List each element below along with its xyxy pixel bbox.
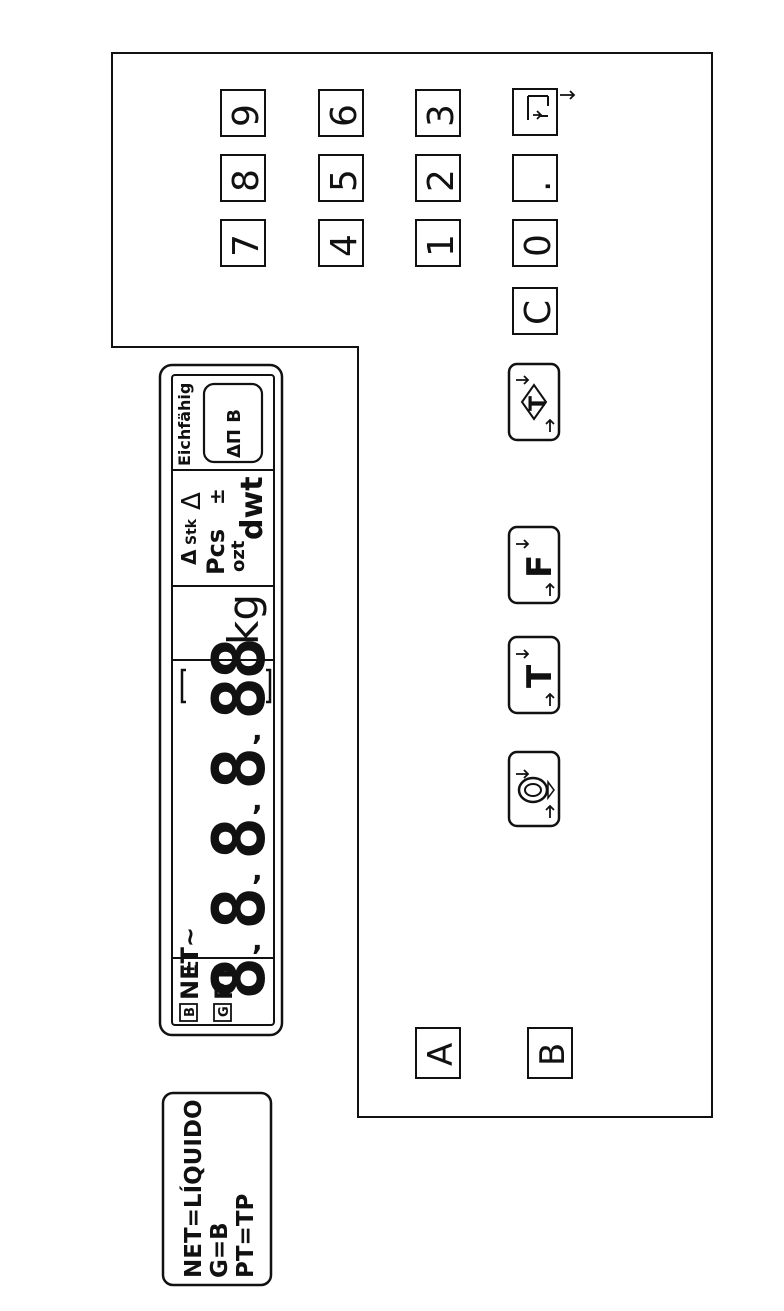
key-3[interactable]: 3 — [415, 89, 462, 137]
svg-text:1: 1 — [421, 234, 462, 257]
eich-panel: Eichfähig ΔΠ B — [175, 383, 264, 466]
status-net: NET~ — [176, 927, 204, 1000]
status-b-box: B — [183, 1007, 198, 1017]
status-star: * — [213, 965, 237, 976]
total-diamond-icon — [520, 383, 548, 421]
svg-text:F: F — [520, 555, 560, 578]
decimal-separator: , — [252, 714, 263, 747]
svg-text:A: A — [421, 1043, 461, 1066]
arrow-icon — [516, 769, 555, 818]
svg-text:B: B — [533, 1043, 573, 1066]
total-button[interactable]: T — [507, 362, 561, 442]
digit-panel: 8,8,8,8,8,8 — [172, 585, 281, 1000]
key-7[interactable]: 7 — [220, 219, 267, 267]
legend-box: NET=LÍQUIDO G=B PT=TP — [161, 1091, 273, 1287]
key-6[interactable]: 6 — [318, 89, 365, 137]
key-1[interactable]: 1 — [415, 219, 462, 267]
a-button[interactable]: A — [415, 1027, 461, 1079]
unit-delta: Δ — [177, 492, 207, 510]
unit-kg: kg — [219, 594, 268, 645]
arrow-icon — [516, 375, 555, 432]
print-button[interactable] — [512, 88, 576, 136]
arrow-icon — [516, 539, 555, 596]
key-2[interactable]: 2 — [415, 154, 462, 202]
legend-line-net: NET=LÍQUIDO — [179, 1099, 207, 1278]
arrow-icon — [516, 649, 555, 706]
function-button[interactable]: F — [507, 525, 561, 605]
legend-line-pt: PT=TP — [233, 1194, 259, 1278]
display-digit: 8 — [197, 817, 281, 860]
display-digit: 8 — [197, 747, 281, 790]
unit-stk: Stk — [184, 518, 200, 545]
key-0[interactable]: 0 — [512, 219, 559, 267]
key-8[interactable]: 8 — [220, 154, 267, 202]
display-digit: 8 — [197, 637, 281, 680]
svg-text:.: . — [518, 181, 559, 192]
status-pt: PT — [210, 965, 238, 1000]
eich-badge: ΔΠ B — [224, 409, 245, 458]
unit-dwt: dwt — [235, 476, 270, 540]
status-panel: B NET~ G PT ± * — [172, 927, 274, 1022]
decimal-separator: , — [252, 924, 263, 957]
units-panel: kg Δ Stk Pcs ozt Δ ± dwt — [172, 469, 274, 645]
decimal-separator: , — [252, 784, 263, 817]
svg-text:C: C — [518, 300, 559, 325]
svg-text:8: 8 — [226, 169, 267, 192]
b-button[interactable]: B — [527, 1027, 573, 1079]
svg-text:T: T — [520, 664, 560, 688]
unit-plus-minus: ± — [205, 488, 229, 505]
decimal-separator: , — [252, 644, 263, 677]
svg-text:3: 3 — [421, 104, 462, 127]
svg-text:7: 7 — [226, 234, 267, 257]
unit-pcs: Pcs — [202, 529, 230, 575]
key-5[interactable]: 5 — [318, 154, 365, 202]
zero-button[interactable] — [507, 750, 561, 828]
legend-line-g: G=B — [207, 1222, 233, 1278]
unit-ozt: ozt — [228, 540, 249, 572]
status-plus-minus: ± — [179, 960, 204, 978]
decimal-separator: , — [252, 854, 263, 887]
key-9[interactable]: 9 — [220, 89, 267, 137]
display-digit: 8 — [197, 677, 281, 720]
svg-text:5: 5 — [324, 169, 365, 192]
display-digit: 8 — [197, 957, 281, 1000]
svg-text:2: 2 — [421, 169, 462, 192]
key-decimal[interactable]: . — [512, 154, 559, 202]
clear-button[interactable]: C — [512, 287, 559, 335]
display-digit: 8 — [197, 887, 281, 930]
status-g-box: G — [217, 1006, 232, 1017]
print-arrow-icon — [533, 110, 543, 120]
display-frame — [158, 363, 284, 1037]
svg-text:T: T — [526, 396, 551, 411]
svg-text:0: 0 — [518, 234, 559, 257]
unit-triangle: Δ — [177, 549, 201, 565]
zero-target-icon — [517, 776, 555, 804]
svg-text:9: 9 — [226, 104, 267, 127]
keypad-outline — [111, 52, 713, 1118]
svg-text:4: 4 — [324, 234, 365, 257]
eich-label: Eichfähig — [175, 383, 194, 466]
tare-button[interactable]: T — [507, 635, 561, 715]
key-4[interactable]: 4 — [318, 219, 365, 267]
svg-text:6: 6 — [324, 104, 365, 127]
